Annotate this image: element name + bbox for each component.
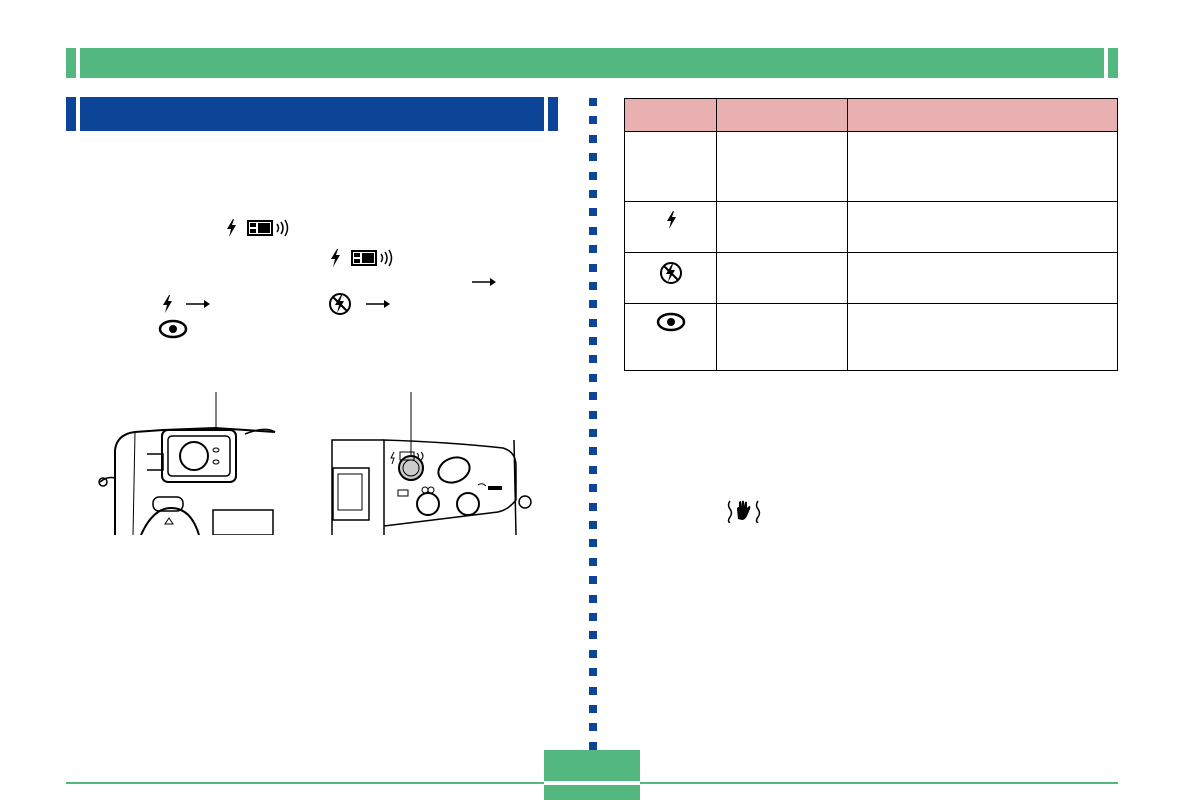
red-eye-icon bbox=[158, 319, 188, 339]
table-header-row bbox=[624, 98, 1118, 132]
description-cell bbox=[847, 131, 1118, 202]
arrow-right-icon-2 bbox=[186, 300, 210, 308]
red-eye-icon bbox=[656, 312, 685, 332]
table-header-cell bbox=[847, 98, 1118, 132]
flash-mode-button-icon bbox=[227, 219, 289, 237]
flash-off-icon bbox=[659, 262, 682, 284]
mode-cell bbox=[716, 131, 848, 202]
flash-icon bbox=[666, 211, 676, 229]
icon-cell bbox=[624, 303, 717, 371]
mode-cell bbox=[716, 201, 848, 253]
section-notch-right bbox=[544, 97, 548, 131]
mode-cell bbox=[716, 303, 848, 371]
table-header-cell bbox=[716, 98, 848, 132]
mode-cell bbox=[716, 252, 848, 304]
camera-shake-icon bbox=[727, 500, 761, 523]
page-number-tab bbox=[544, 750, 640, 800]
flash-icon bbox=[163, 295, 172, 313]
footer-line-left bbox=[66, 782, 544, 784]
section-header-bar bbox=[66, 97, 558, 131]
icon-cell bbox=[624, 252, 717, 304]
chapter-header-band bbox=[66, 48, 1118, 78]
flash-mode-table bbox=[624, 98, 1118, 371]
description-cell bbox=[847, 252, 1118, 304]
table-row bbox=[624, 252, 1118, 304]
description-cell bbox=[847, 201, 1118, 253]
table-row bbox=[624, 201, 1118, 253]
camera-back-illustration bbox=[331, 392, 532, 535]
flash-mode-button-icon-2 bbox=[331, 249, 393, 267]
table-row bbox=[624, 131, 1118, 202]
icon-cell bbox=[624, 201, 717, 253]
arrow-right-icon-3 bbox=[366, 300, 390, 308]
page-tab-gap bbox=[544, 781, 640, 785]
flash-off-icon bbox=[329, 293, 351, 315]
camera-front-illustration bbox=[98, 392, 276, 535]
column-divider bbox=[589, 98, 597, 760]
table-row bbox=[624, 303, 1118, 371]
section-notch-left bbox=[76, 97, 80, 131]
arrow-right-icon bbox=[472, 278, 496, 286]
band-notch-left bbox=[76, 48, 80, 78]
table-header-cell bbox=[624, 98, 717, 132]
icon-cell bbox=[624, 131, 717, 202]
band-notch-right bbox=[1104, 48, 1108, 78]
description-cell bbox=[847, 303, 1118, 371]
footer-line-right bbox=[640, 782, 1118, 784]
